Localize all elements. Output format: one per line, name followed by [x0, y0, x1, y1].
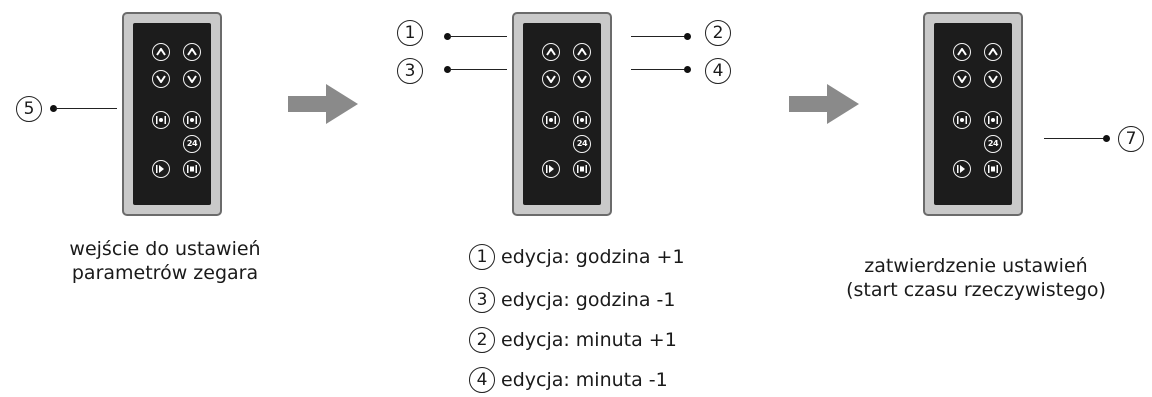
stop-button[interactable]	[183, 160, 201, 178]
callout-5-line	[55, 108, 117, 109]
arrow-right-icon	[288, 84, 358, 124]
down-hour-button[interactable]	[542, 70, 560, 88]
legend-item: 3 edycja: godzina -1	[469, 287, 675, 313]
callout-2-dot	[684, 33, 691, 40]
callout-5-dot	[50, 105, 57, 112]
callout-4-line	[631, 69, 685, 70]
legend-number: 4	[469, 367, 495, 393]
callout-1-dot	[444, 33, 451, 40]
up-hour-button[interactable]	[953, 43, 971, 61]
step-3-caption: zatwierdzenie ustawień (start czasu rzec…	[826, 254, 1126, 302]
step-1-caption-line-1: wejście do ustawień	[69, 238, 261, 260]
settings-right-button[interactable]	[573, 111, 591, 129]
settings-right-button[interactable]	[984, 111, 1002, 129]
callout-7-dot	[1103, 135, 1110, 142]
legend-text: edycja: godzina -1	[501, 289, 676, 311]
down-hour-button[interactable]	[152, 70, 170, 88]
legend-item: 2 edycja: minuta +1	[469, 327, 677, 353]
callout-3-line	[449, 69, 507, 70]
remote-step-1: 24	[122, 12, 222, 216]
button-24[interactable]: 24	[183, 135, 201, 153]
remote-step-2: 24	[512, 12, 612, 216]
remote-panel: 24	[934, 23, 1012, 205]
up-hour-button[interactable]	[152, 43, 170, 61]
remote-panel: 24	[133, 23, 211, 205]
step-3-caption-line-1: zatwierdzenie ustawień	[864, 255, 1088, 277]
step-1-caption-line-2: parametrów zegara	[71, 262, 259, 284]
up-hour-button[interactable]	[542, 43, 560, 61]
callout-3-dot	[444, 66, 451, 73]
play-button[interactable]	[953, 160, 971, 178]
settings-left-button[interactable]	[953, 111, 971, 129]
callout-2-line	[631, 36, 685, 37]
legend-item: 4 edycja: minuta -1	[469, 367, 668, 393]
play-button[interactable]	[542, 160, 560, 178]
stop-button[interactable]	[573, 160, 591, 178]
legend-text: edycja: minuta -1	[501, 369, 668, 391]
callout-3: 3	[397, 58, 423, 84]
stop-button[interactable]	[984, 160, 1002, 178]
step-1-caption: wejście do ustawień parametrów zegara	[20, 237, 310, 285]
play-button[interactable]	[152, 160, 170, 178]
arrow-right-icon	[789, 84, 859, 124]
callout-5: 5	[16, 96, 42, 122]
callout-1: 1	[397, 20, 423, 46]
down-minute-button[interactable]	[573, 70, 591, 88]
step-3-caption-line-2: (start czasu rzeczywistego)	[846, 279, 1106, 301]
legend-item: 1 edycja: godzina +1	[469, 244, 685, 270]
callout-4: 4	[705, 58, 731, 84]
legend-number: 3	[469, 287, 495, 313]
up-minute-button[interactable]	[984, 43, 1002, 61]
down-minute-button[interactable]	[984, 70, 1002, 88]
down-hour-button[interactable]	[953, 70, 971, 88]
callout-7-line	[1044, 138, 1104, 139]
legend-number: 1	[469, 244, 495, 270]
legend-text: edycja: minuta +1	[501, 329, 677, 351]
up-minute-button[interactable]	[573, 43, 591, 61]
settings-left-button[interactable]	[542, 111, 560, 129]
settings-right-button[interactable]	[183, 111, 201, 129]
down-minute-button[interactable]	[183, 70, 201, 88]
callout-2: 2	[705, 20, 731, 46]
legend-number: 2	[469, 327, 495, 353]
legend-text: edycja: godzina +1	[501, 246, 685, 268]
button-24[interactable]: 24	[573, 135, 591, 153]
callout-7: 7	[1118, 126, 1144, 152]
callout-1-line	[449, 36, 507, 37]
button-24[interactable]: 24	[984, 135, 1002, 153]
callout-4-dot	[684, 66, 691, 73]
remote-step-3: 24	[923, 12, 1023, 216]
settings-left-button[interactable]	[152, 111, 170, 129]
remote-panel: 24	[523, 23, 601, 205]
up-minute-button[interactable]	[183, 43, 201, 61]
